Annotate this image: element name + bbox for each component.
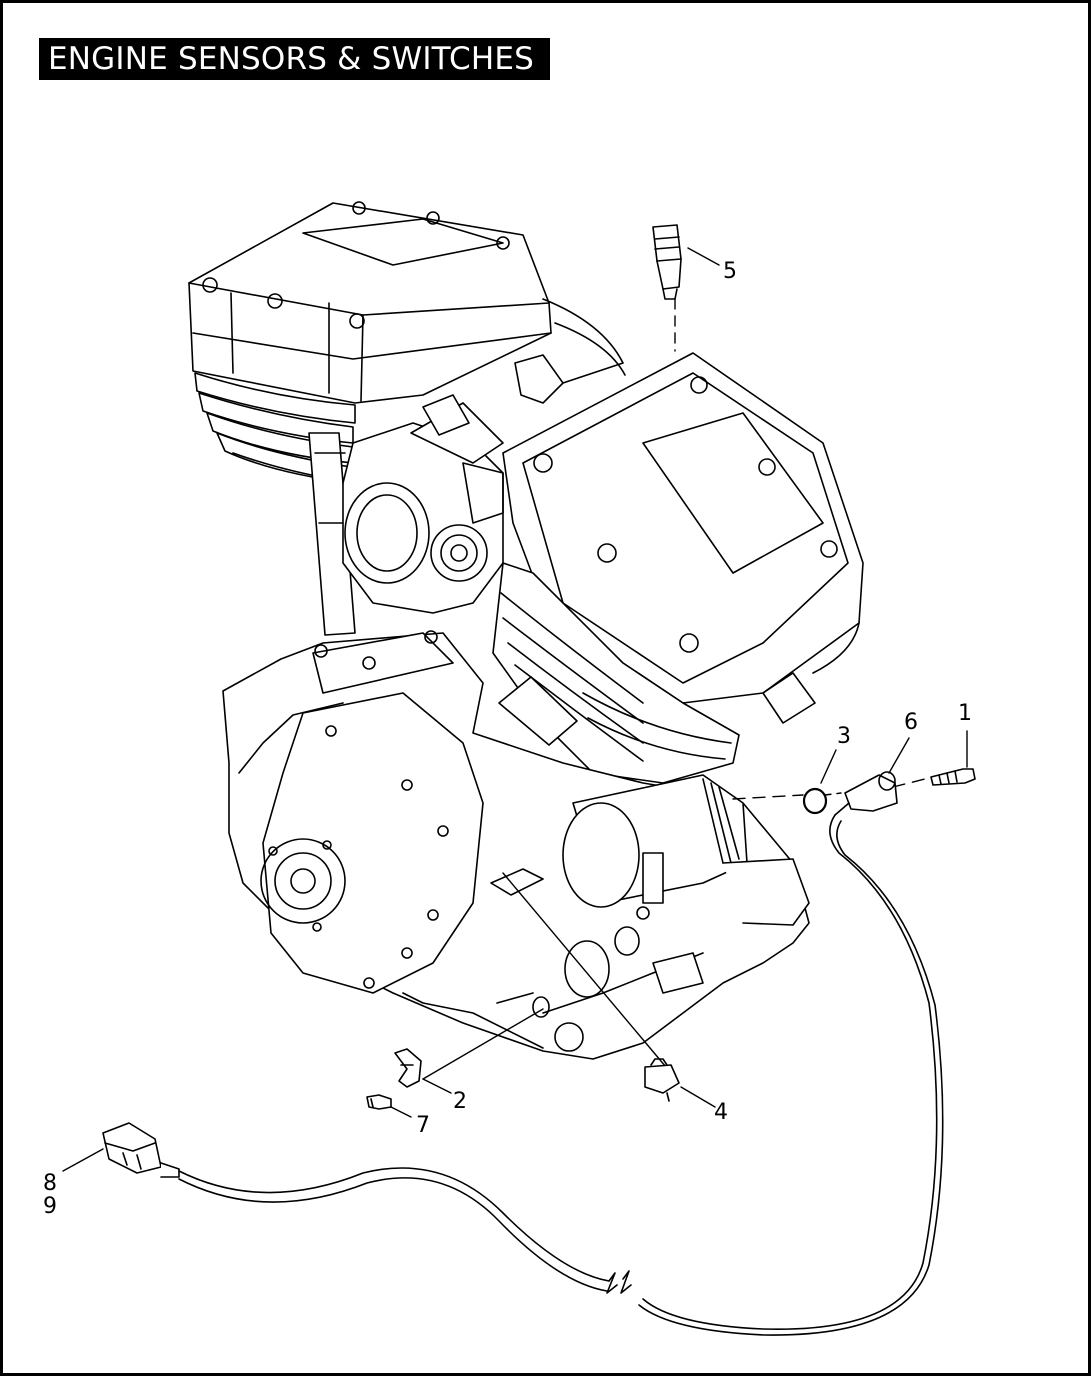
leader-lines <box>62 247 968 1172</box>
starter-motor <box>562 774 810 994</box>
rear-rocker-cover <box>188 201 552 404</box>
callout-2: 2 <box>453 1089 467 1114</box>
callout-3: 3 <box>837 724 851 749</box>
part-6-crank-position-sensor <box>638 771 944 1336</box>
engine-illustration <box>62 201 976 1336</box>
cam-cover <box>260 692 484 994</box>
callout-9: 9 <box>43 1194 57 1219</box>
callout-8: 8 <box>43 1171 57 1196</box>
throttle-body <box>342 354 564 614</box>
front-rocker-cover <box>502 352 864 704</box>
part-1-screw <box>930 768 976 786</box>
part-4-switch <box>644 1058 680 1102</box>
callout-7: 7 <box>416 1113 430 1138</box>
callout-6: 6 <box>904 710 918 735</box>
callout-5: 5 <box>723 259 737 284</box>
callout-4: 4 <box>714 1100 728 1125</box>
part-5-sensor <box>652 224 682 300</box>
callout-1: 1 <box>958 701 972 726</box>
part-8-9-connector-harness <box>102 1122 632 1294</box>
part-7-screw <box>366 1094 392 1110</box>
part-2-clip <box>394 1048 422 1088</box>
page-title: ENGINE SENSORS & SWITCHES <box>39 38 551 80</box>
front-pushrod-tube <box>498 676 578 746</box>
crankcase-ports <box>490 868 640 1052</box>
part-3-o-ring <box>802 787 828 815</box>
